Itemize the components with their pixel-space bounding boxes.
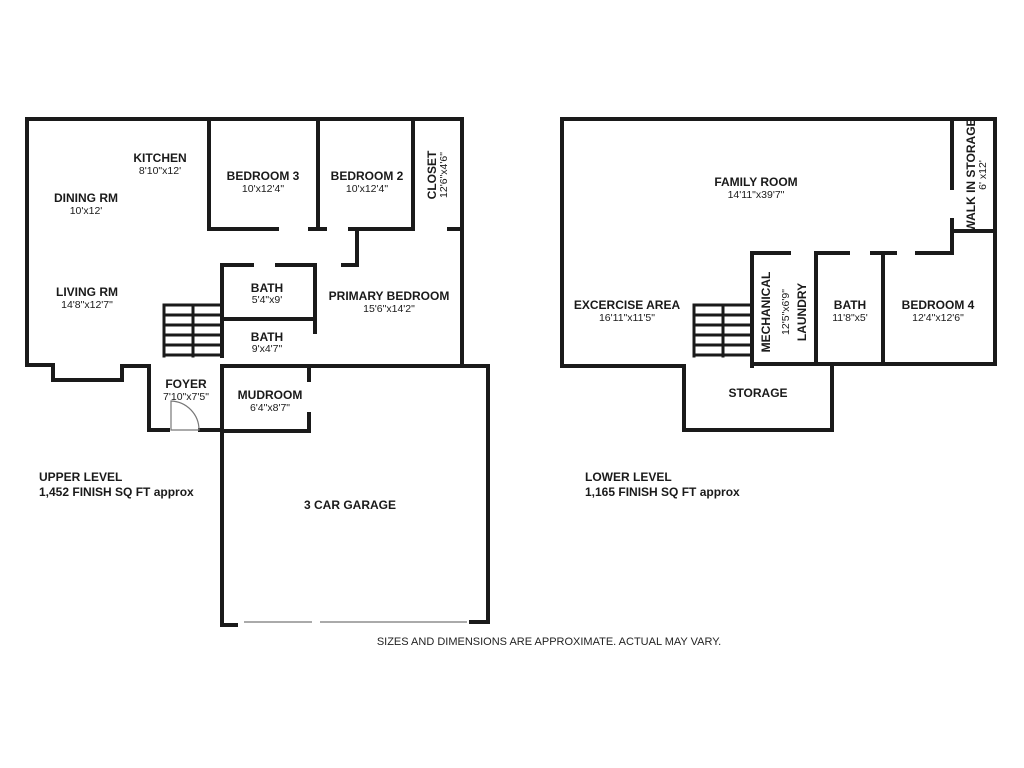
mudroom-size: 6'4"x8'7": [250, 402, 290, 414]
bedroom4-size: 12'4"x12'6": [912, 312, 964, 324]
mudroom-label: MUDROOM: [238, 388, 303, 402]
mechanical-size: 12'5"x6'9": [780, 289, 792, 335]
bath2-label: BATH: [251, 330, 283, 344]
closet-label: CLOSET: [425, 150, 439, 199]
closet-size: 12'6"x4'6": [438, 152, 450, 198]
lower-bath-size: 11'8"x5': [832, 312, 868, 324]
family-room-size: 14'11"x39'7": [728, 189, 785, 201]
upper-stairs: [162, 303, 224, 358]
dining-size: 10'x12': [70, 205, 103, 217]
storage-label: STORAGE: [728, 386, 787, 400]
bedroom4-label: BEDROOM 4: [902, 298, 975, 312]
laundry-label: LAUNDRY: [795, 283, 809, 341]
bedroom3-label: BEDROOM 3: [227, 169, 300, 183]
lower-level-label: LOWER LEVEL: [585, 470, 672, 484]
family-room-label: FAMILY ROOM: [714, 175, 797, 189]
exercise-area-size: 16'11"x11'5": [599, 312, 655, 324]
disclaimer: SIZES AND DIMENSIONS ARE APPROXIMATE. AC…: [377, 636, 721, 648]
lower-stairs: [692, 303, 754, 358]
bedroom3-size: 10'x12'4": [242, 183, 284, 195]
kitchen-label: KITCHEN: [133, 151, 186, 165]
foyer-door: [170, 400, 200, 431]
upper-level-label: UPPER LEVEL: [39, 470, 122, 484]
garage-label: 3 CAR GARAGE: [304, 498, 396, 512]
lower-bath-label: BATH: [834, 298, 866, 312]
bath1-label: BATH: [251, 281, 283, 295]
walkin-storage-label: WALK IN STORAGE: [964, 118, 978, 231]
lower-level-area: 1,165 FINISH SQ FT approx: [585, 485, 740, 499]
foyer-label: FOYER: [165, 377, 207, 391]
upper-level-area: 1,452 FINISH SQ FT approx: [39, 485, 194, 499]
living-label: LIVING RM: [56, 285, 118, 299]
walkin-storage-size: 6' x12': [977, 160, 989, 190]
bedroom2-size: 10'x12'4": [346, 183, 388, 195]
bath2-size: 9'x4'7": [252, 343, 283, 355]
kitchen-size: 8'10"x12': [139, 165, 181, 177]
foyer-size: 7'10"x7'5": [163, 391, 209, 403]
mechanical-label: MECHANICAL: [759, 272, 773, 353]
living-size: 14'8"x12'7": [61, 299, 113, 311]
upper-level-walls: [25, 117, 490, 627]
lower-level-walls: [560, 117, 997, 432]
exercise-area-label: EXCERCISE AREA: [574, 298, 681, 312]
bedroom2-label: BEDROOM 2: [331, 169, 404, 183]
primary-bedroom-label: PRIMARY BEDROOM: [329, 289, 450, 303]
dining-label: DINING RM: [54, 191, 118, 205]
primary-bedroom-size: 15'6"x14'2": [363, 303, 415, 315]
bath1-size: 5'4"x9': [252, 294, 283, 306]
